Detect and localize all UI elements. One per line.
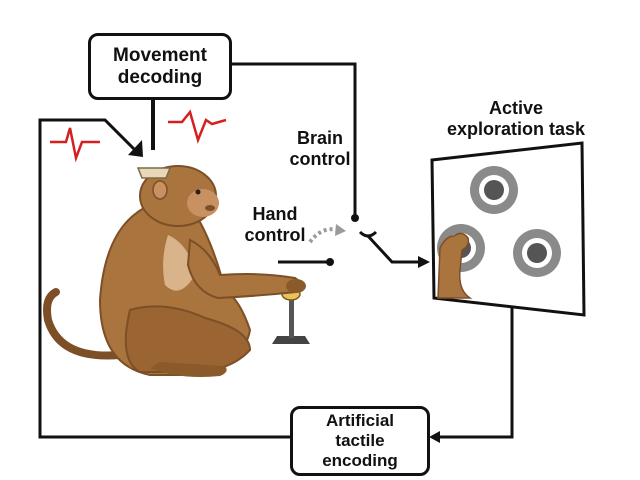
- encoding-arrow-head: [429, 431, 440, 443]
- monkey-leg: [124, 305, 252, 373]
- connector-lines: [38, 62, 514, 439]
- brain-control-line1: Brain: [296, 128, 343, 148]
- switch-toggle-arrow-head: [335, 224, 346, 236]
- active-exploration-line2: exploration task: [446, 119, 586, 139]
- encoding-line1: Artificial: [325, 411, 395, 430]
- switch-brain-node: [351, 214, 359, 222]
- target-right: [513, 229, 561, 277]
- movement-decoding-line1: Movement: [113, 44, 207, 66]
- brain-control-label: Brain control: [285, 128, 355, 170]
- neural-spike-left: [50, 127, 100, 163]
- encoding-line3: encoding: [322, 451, 398, 470]
- head-arrow-head: [128, 140, 143, 157]
- switch-toggle-arrow: [308, 227, 339, 244]
- monkey-tail: [43, 288, 124, 360]
- encoding-line2: tactile: [335, 431, 385, 450]
- screen-to-encoding-line: [440, 300, 514, 439]
- movement-decoding-line2: decoding: [117, 66, 203, 88]
- active-exploration-task-label: Active exploration task: [426, 98, 606, 140]
- monkey: [43, 165, 306, 377]
- switch-output-line: [366, 234, 418, 264]
- screen-arrow-head: [418, 256, 430, 268]
- hand-control-line1: Hand: [252, 204, 298, 224]
- hand-control-line2: control: [244, 225, 306, 245]
- joystick: [272, 287, 310, 344]
- brain-control-line2: control: [289, 149, 351, 169]
- switch-hand-node: [326, 258, 334, 266]
- decoding-to-switch-line: [232, 62, 357, 216]
- switch-pivot: [358, 230, 378, 238]
- hand-control-label: Hand control: [240, 204, 310, 246]
- target-top: [470, 166, 518, 214]
- brain-implant: [136, 167, 172, 179]
- feedback-loop-line: [38, 118, 292, 439]
- exploration-screen: [430, 141, 586, 317]
- artificial-tactile-encoding-box: Artificial tactile encoding: [290, 406, 430, 476]
- movement-decoding-box: Movement decoding: [88, 33, 232, 100]
- active-exploration-line1: Active: [488, 98, 544, 118]
- virtual-hand: [437, 232, 473, 299]
- neural-spike-right: [168, 109, 227, 144]
